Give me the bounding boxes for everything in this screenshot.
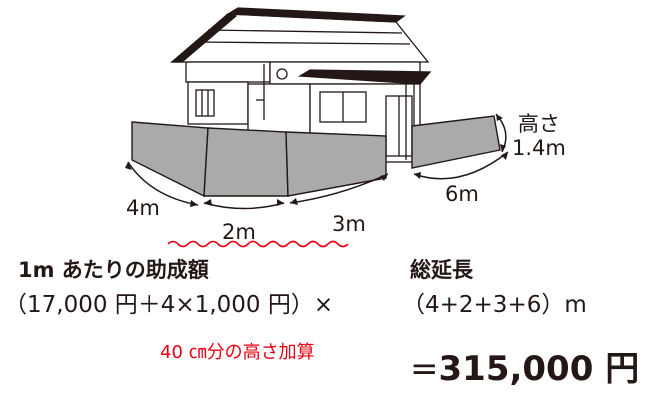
total-length-formula: （4+2+3+6）m — [402, 292, 587, 318]
subsidy-per-meter-label: 1m あたりの助成額 — [18, 258, 209, 282]
arc-2m — [203, 202, 285, 210]
arc-6m — [413, 151, 509, 180]
height-addition-note: 40 ㎝分の高さ加算 — [160, 342, 315, 363]
dimension-arcs — [127, 113, 509, 210]
wall-segment-4m — [131, 121, 209, 198]
segment-4m-label: 4m — [126, 196, 160, 220]
height-label: 高さ 1.4m — [512, 112, 566, 160]
wall-segment-6m — [411, 115, 501, 169]
equals-sign: = — [410, 349, 439, 389]
height-label-line2: 1.4m — [512, 136, 566, 161]
wall-segment-2m — [203, 127, 289, 197]
red-wavy-underline — [167, 240, 349, 248]
arc-4m — [127, 161, 199, 206]
subsidy-formula: （17,000 円＋4×1,000 円）× — [4, 292, 334, 318]
block-wall — [131, 115, 501, 198]
house-icon — [170, 7, 432, 163]
house-wall-illustration — [125, 7, 509, 248]
total-amount: =315,000 円 — [410, 352, 639, 386]
total-length-label: 総延長 — [410, 258, 473, 282]
segment-2m-label: 2m — [222, 220, 256, 244]
arc-3m — [289, 173, 389, 204]
segment-6m-label: 6m — [445, 182, 479, 206]
height-label-line1: 高さ — [517, 112, 560, 136]
wall-segment-3m — [285, 131, 387, 197]
total-value: 315,000 円 — [438, 349, 640, 389]
segment-3m-label: 3m — [332, 212, 366, 236]
arc-arrowheads — [125, 114, 508, 207]
